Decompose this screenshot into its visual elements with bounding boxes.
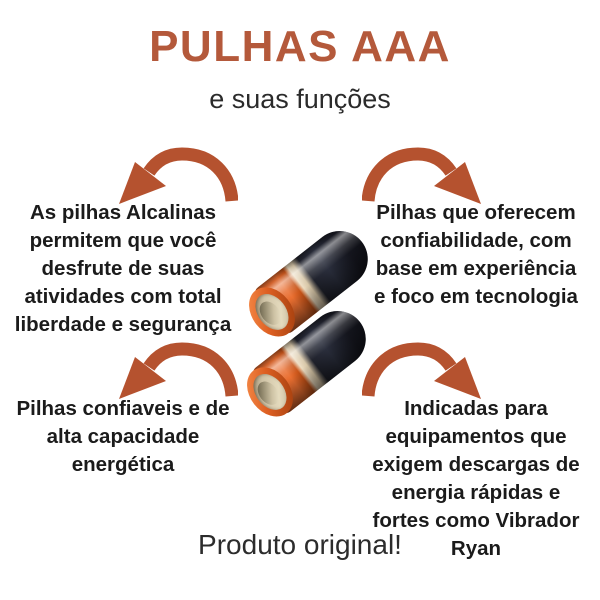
curved-arrow-down-left-icon: [106, 341, 239, 409]
page-title: PULHAS AAA: [149, 22, 451, 71]
text-block-bottom-left: Pilhas confiaveis e de alta capacidade e…: [16, 397, 230, 476]
text-block-top-left: As pilhas Alcalinas permitem que você de…: [14, 201, 232, 336]
page-subtitle: e suas funções: [209, 84, 391, 114]
text-block-bottom-right: Indicadas para equipamentos que exigem d…: [372, 397, 580, 560]
footer-text: Produto original!: [198, 529, 402, 560]
text-block-top-right: Pilhas que oferecem confiabilidade, com …: [374, 201, 578, 308]
curved-arrow-down-right-icon: [361, 341, 494, 409]
curved-arrow-down-left-icon: [106, 146, 239, 214]
curved-arrow-down-right-icon: [361, 146, 494, 214]
